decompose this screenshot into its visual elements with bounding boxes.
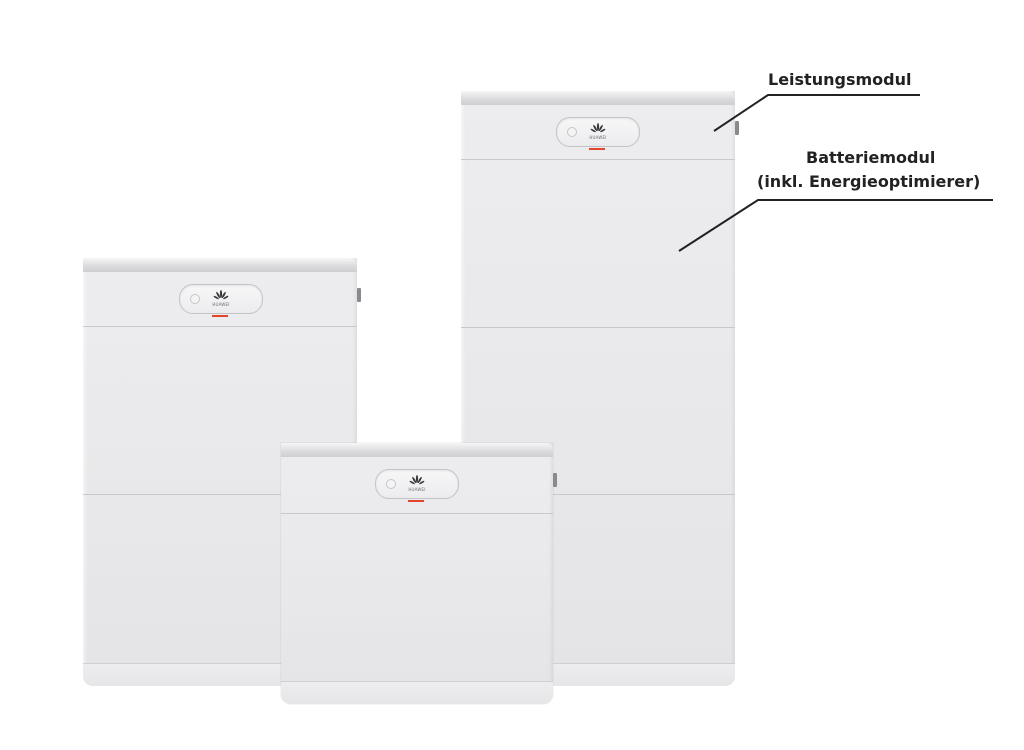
status-indicator (408, 500, 424, 502)
label-power-module: Leistungsmodul (768, 70, 912, 89)
power-module-cap (461, 91, 735, 105)
status-indicator (589, 148, 605, 150)
power-button-icon[interactable] (190, 294, 200, 304)
huawei-flower-icon (409, 475, 425, 485)
module-seam (281, 513, 553, 514)
battery-stack-one-module: HUAWEI (281, 443, 557, 704)
base-plinth (281, 681, 553, 704)
leader-line-battery-module (678, 199, 993, 252)
module-seam (461, 327, 735, 328)
module-seam (83, 494, 357, 495)
brand-text: HUAWEI (589, 135, 607, 140)
side-handle (735, 121, 739, 135)
control-panel: HUAWEI (375, 469, 459, 502)
side-handle (357, 288, 361, 302)
power-button-icon[interactable] (386, 479, 396, 489)
power-module-cap (281, 443, 553, 457)
huawei-flower-icon (590, 123, 606, 133)
module-seam (83, 326, 357, 327)
brand-text: HUAWEI (408, 487, 426, 492)
leader-line-power-module (713, 94, 920, 132)
module-seam (461, 159, 735, 160)
status-indicator (212, 315, 228, 317)
control-panel: HUAWEI (556, 117, 640, 150)
power-module-cap (83, 258, 357, 272)
control-panel: HUAWEI (179, 284, 263, 317)
power-button-icon[interactable] (567, 127, 577, 137)
label-battery-module-note: (inkl. Energieoptimierer) (757, 172, 981, 191)
side-handle (553, 473, 557, 487)
huawei-flower-icon (213, 290, 229, 300)
module-seam (461, 494, 735, 495)
brand-text: HUAWEI (212, 302, 230, 307)
label-battery-module: Batteriemodul (806, 148, 936, 167)
